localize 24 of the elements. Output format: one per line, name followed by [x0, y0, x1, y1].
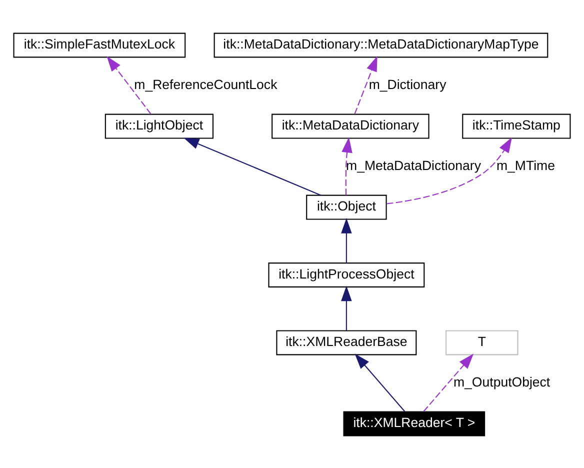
arrow — [341, 285, 352, 330]
node-box: itk::TimeStamp — [462, 113, 571, 138]
arrow — [386, 136, 512, 204]
arrow — [342, 136, 352, 195]
node-box: itk::MetaDataDictionary::MetaDataDictionaryMapType — [214, 32, 548, 58]
node-box: itk::LightProcessObject — [268, 262, 425, 287]
node-box: itk::SimpleFastMutexLock — [13, 32, 186, 58]
node-box: itk::XMLReader< T > — [343, 410, 486, 436]
arrow — [184, 137, 321, 196]
edge-label: m_OutputObject — [454, 374, 550, 390]
arrow — [354, 353, 406, 412]
arrow — [423, 353, 474, 412]
node-box: itk::XMLReaderBase — [276, 330, 417, 355]
arrow — [106, 56, 152, 114]
arrow — [354, 55, 378, 114]
edge-label: m_Dictionary — [368, 76, 446, 92]
edge-label: m_ReferenceCountLock — [134, 76, 278, 92]
node-box: itk::MetaDataDictionary — [272, 113, 430, 138]
node-box: itk::Object — [306, 194, 387, 220]
edge-label: m_MTime — [496, 158, 555, 173]
node-box: T — [446, 330, 518, 355]
node-box: itk::LightObject — [104, 113, 214, 138]
arrow — [341, 217, 352, 262]
edge-label: m_MetaDataDictionary — [346, 158, 481, 173]
